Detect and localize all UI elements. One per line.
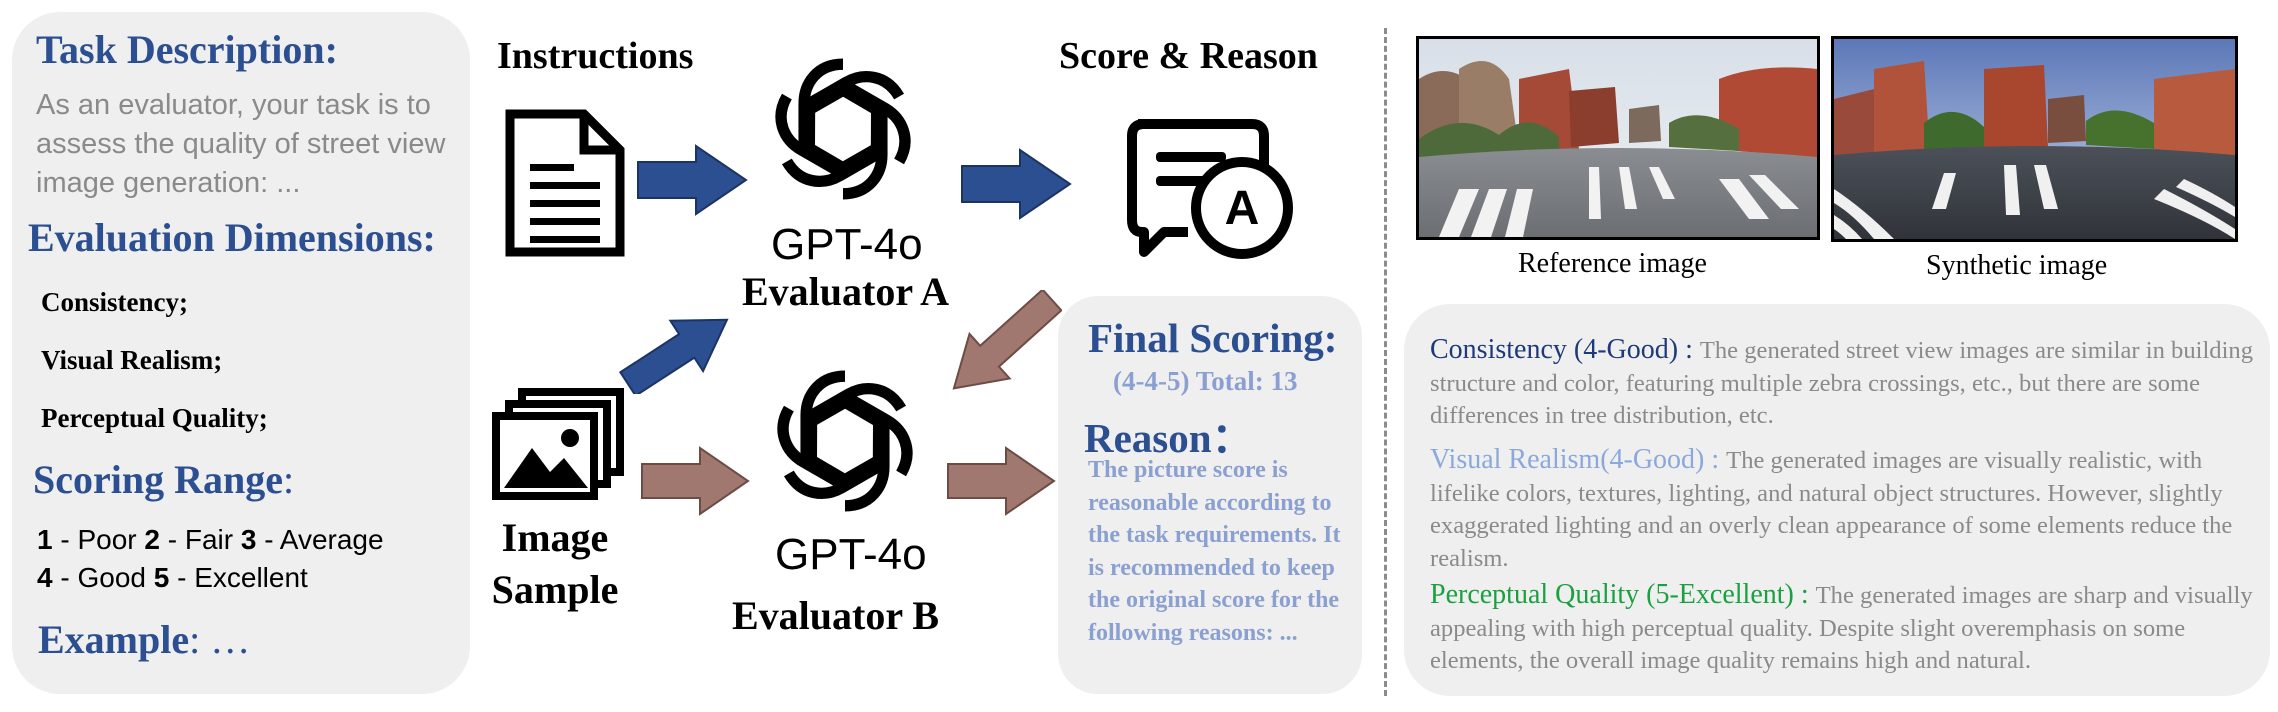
perceptual-quality-paragraph: Perceptual Quality (5-Excellent) : The g…: [1430, 579, 2265, 678]
reference-image-caption: Reference image: [1518, 248, 1707, 279]
consistency-paragraph: Consistency (4-Good) : The generated str…: [1430, 334, 2265, 433]
reason-text: The picture score is reasonable accordin…: [1088, 457, 1341, 646]
range-num-5: 5: [153, 562, 170, 593]
range-text-excellent: - Excellent: [169, 562, 308, 593]
task-description-text: As an evaluator, your task is to assess …: [36, 89, 446, 199]
scoring-range-colon: :: [283, 457, 295, 502]
reason-title: Reason：: [1084, 415, 1253, 461]
badge-letter: A: [1225, 182, 1260, 235]
scoring-range-label: Scoring Range: [33, 457, 283, 502]
openai-logo-icon: [764, 360, 926, 522]
image-stack-icon: [492, 388, 624, 500]
range-num-4: 4: [37, 562, 53, 593]
document-icon: [505, 109, 625, 257]
arrow-right-icon: [947, 446, 1056, 516]
perceptual-quality-label: Perceptual Quality (5-Excellent) :: [1430, 579, 1816, 610]
visual-realism-paragraph: Visual Realism(4-Good) : The generated i…: [1430, 444, 2265, 575]
example-ellipsis: : …: [189, 617, 251, 662]
evaluation-dimensions-title: Evaluation Dimensions:: [28, 215, 436, 260]
arrow-right-icon: [637, 144, 748, 216]
reference-image: [1416, 36, 1820, 240]
task-description-title: Task Description:: [36, 27, 338, 72]
arrow-diagonal-down-icon: [952, 290, 1062, 390]
range-num-1: 1: [37, 524, 53, 555]
arrow-right-icon: [961, 148, 1072, 220]
image-sample-line1: Image: [501, 515, 609, 560]
image-sample-label: Image Sample: [488, 512, 622, 616]
visual-realism-label: Visual Realism(4-Good) :: [1430, 444, 1727, 475]
openai-logo-icon: [762, 48, 924, 210]
evaluator-b-label: Evaluator B: [732, 593, 940, 638]
section-divider: [1384, 28, 1387, 696]
visual-realism-text: The generated images are visually realis…: [1430, 447, 2233, 572]
synthetic-image: [1831, 36, 2238, 242]
range-num-2: 2: [144, 524, 160, 555]
evaluator-a-label: Evaluator A: [742, 269, 950, 314]
range-text-good: - Good: [52, 562, 154, 593]
image-sample-line2: Sample: [491, 567, 619, 612]
range-line-2: 4 - Good 5 - Excellent: [37, 562, 308, 594]
scoring-range-title: Scoring Range:: [33, 456, 294, 503]
gpt-4o-label-a: GPT-4o: [771, 220, 923, 269]
arrow-right-icon: [641, 446, 750, 516]
consistency-text: The generated street view images are sim…: [1430, 337, 2254, 429]
final-total: (4-4-5) Total: 13: [1113, 366, 1298, 396]
range-text-poor: - Poor: [52, 524, 145, 555]
example-title: Example: …: [38, 616, 250, 663]
range-num-3: 3: [240, 524, 257, 555]
evaluation-details-box: Consistency (4-Good) : The generated str…: [1404, 304, 2270, 696]
range-text-average: - Average: [256, 524, 384, 555]
gpt-4o-label-b: GPT-4o: [775, 530, 927, 579]
final-scoring-title: Final Scoring:: [1088, 315, 1338, 361]
dimension-visual-realism: Visual Realism;: [41, 345, 223, 375]
range-text-fair: - Fair: [159, 524, 241, 555]
chat-score-icon: A: [1127, 119, 1293, 259]
synthetic-image-caption: Synthetic image: [1926, 250, 2108, 281]
arrow-diagonal-up-icon: [618, 318, 729, 394]
score-reason-label: Score & Reason: [1059, 35, 1318, 77]
perceptual-quality-text: The generated images are sharp and visua…: [1430, 582, 2253, 674]
dimension-consistency: Consistency;: [41, 287, 188, 317]
consistency-label: Consistency (4-Good) :: [1430, 334, 1700, 365]
final-scoring-box: Final Scoring: (4-4-5) Total: 13 Reason：…: [1058, 296, 1362, 694]
task-panel: Task Description: As an evaluator, your …: [12, 12, 470, 694]
range-line-1: 1 - Poor 2 - Fair 3 - Average: [37, 524, 384, 556]
example-label: Example: [38, 617, 190, 662]
instructions-label: Instructions: [497, 35, 694, 77]
dimension-perceptual-quality: Perceptual Quality;: [41, 403, 268, 433]
